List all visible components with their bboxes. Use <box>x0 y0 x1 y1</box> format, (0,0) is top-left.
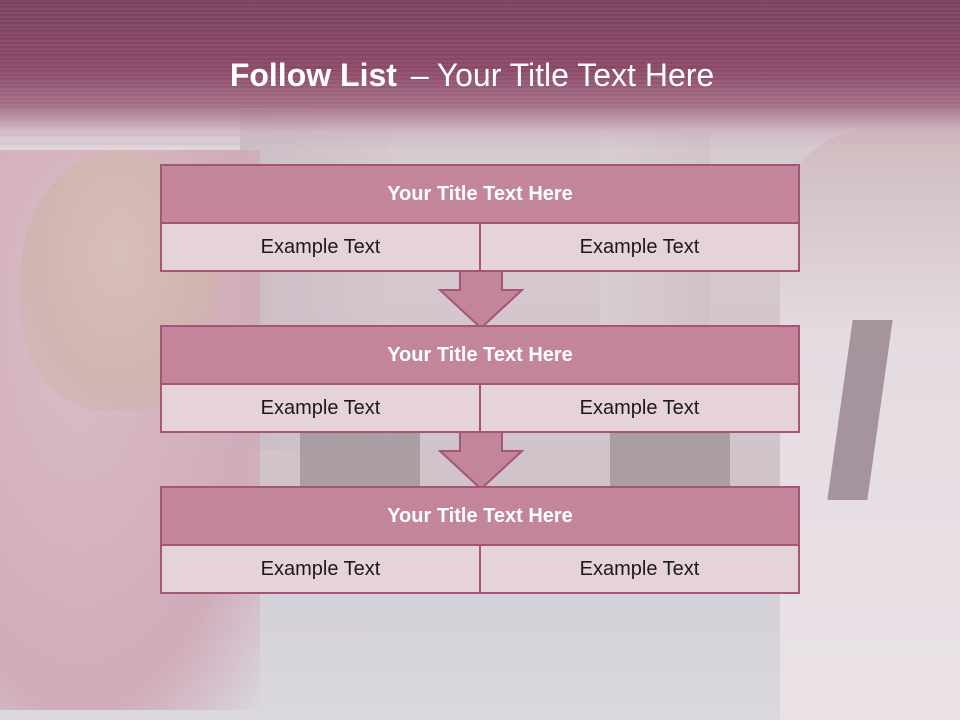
follow-step-3: Your Title Text Here Example Text Exampl… <box>160 486 800 594</box>
step-cell-right: Example Text <box>479 385 798 431</box>
step-title: Your Title Text Here <box>162 166 798 224</box>
follow-step-2: Your Title Text Here Example Text Exampl… <box>160 325 800 433</box>
title-bold: Follow List <box>229 57 397 93</box>
step-title: Your Title Text Here <box>162 327 798 385</box>
down-arrow-icon <box>438 270 524 330</box>
step-cell-left: Example Text <box>162 224 479 270</box>
title-rest: Your Title Text Here <box>436 57 715 93</box>
step-title: Your Title Text Here <box>162 488 798 546</box>
step-cell-left: Example Text <box>162 546 479 592</box>
step-cell-left: Example Text <box>162 385 479 431</box>
title-dash: – <box>410 57 429 93</box>
page-title: Follow List–Your Title Text Here <box>0 55 944 95</box>
step-cell-right: Example Text <box>479 224 798 270</box>
follow-step-1: Your Title Text Here Example Text Exampl… <box>160 164 800 272</box>
header-band <box>0 0 960 150</box>
step-cell-right: Example Text <box>479 546 798 592</box>
down-arrow-icon <box>438 431 524 491</box>
